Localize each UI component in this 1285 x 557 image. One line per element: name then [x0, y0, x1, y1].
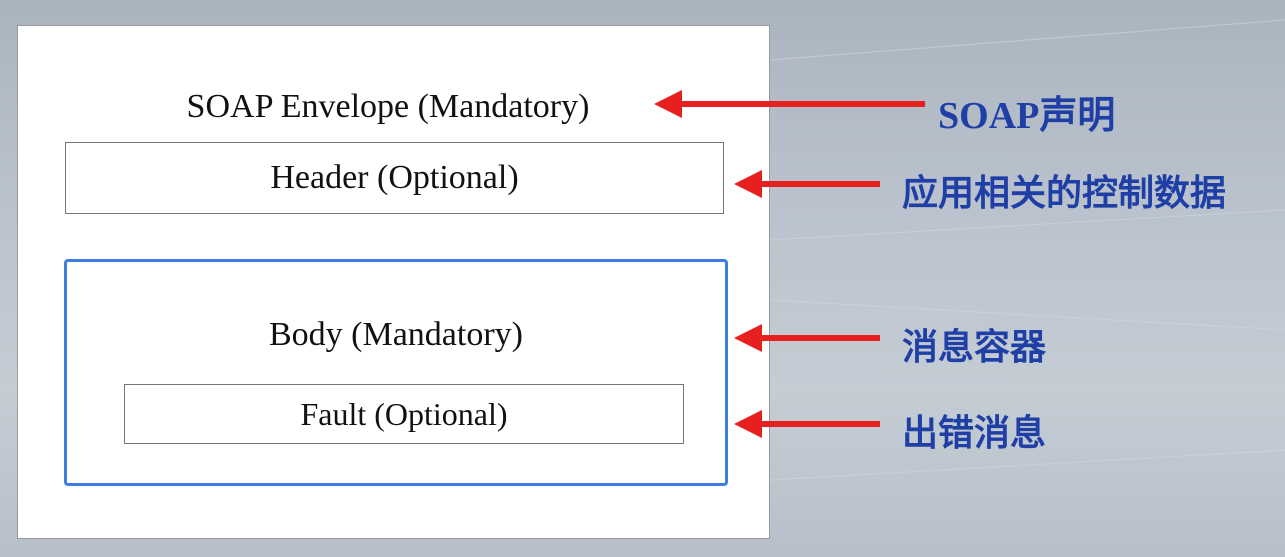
soap-envelope-box: SOAP Envelope (Mandatory) Header (Option… [17, 25, 770, 539]
annotation-soap: SOAP声明 [938, 95, 1116, 137]
header-title: Header (Optional) [270, 159, 519, 196]
arrow-body [734, 324, 880, 352]
envelope-title: SOAP Envelope (Mandatory) [186, 88, 590, 125]
arrow-fault [734, 410, 880, 438]
arrow-soap [654, 90, 925, 118]
header-box: Header (Optional) [65, 142, 724, 214]
fault-box: Fault (Optional) [124, 384, 684, 444]
annotation-header: 应用相关的控制数据 [902, 173, 1227, 214]
body-title: Body (Mandatory) [268, 316, 523, 353]
annotation-body: 消息容器 [902, 327, 1047, 368]
annotation-fault: 出错消息 [902, 413, 1047, 454]
arrow-header [734, 170, 880, 198]
fault-title: Fault (Optional) [300, 395, 508, 432]
body-box: Body (Mandatory) Fault (Optional) [64, 259, 728, 486]
